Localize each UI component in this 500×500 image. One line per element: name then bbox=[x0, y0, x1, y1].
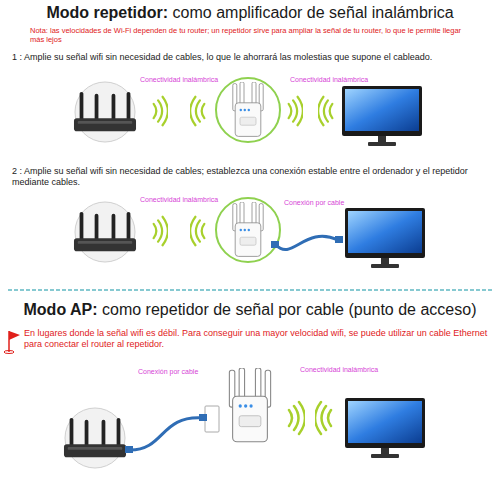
connection-label: Conectividad inalámbrica bbox=[140, 76, 218, 83]
mode-subtitle: como amplificador de señal inalámbrica bbox=[173, 4, 454, 21]
warning-text: En lugares donde la señal wifi es débil.… bbox=[24, 328, 492, 350]
mode-title: Modo repetidor: bbox=[46, 4, 168, 21]
heading-row: Modo repetidor: como amplificador de señ… bbox=[0, 4, 500, 22]
connection-label: Conexión por cable bbox=[138, 368, 198, 375]
mode-title: Modo AP: bbox=[24, 301, 98, 318]
step-text: 2 : Amplie su señal wifi sin necesidad d… bbox=[12, 166, 492, 188]
connection-label: Conectividad inalámbrica bbox=[290, 76, 368, 83]
connection-label: Conexión por cable bbox=[284, 199, 344, 206]
connection-label: Conectividad inalámbrica bbox=[300, 366, 378, 373]
step-text: 1 : Amplie su señal wifi sin necesidad d… bbox=[12, 52, 492, 63]
heading-row: Modo AP: como repetidor de señal por cab… bbox=[0, 301, 500, 319]
connection-label: Conectividad inalámbrica bbox=[140, 196, 218, 203]
note-text: Nota: las velocidades de Wi-Fi dependen … bbox=[30, 26, 475, 44]
mode-subtitle: como repetidor de señal por cable (punto… bbox=[102, 301, 476, 318]
